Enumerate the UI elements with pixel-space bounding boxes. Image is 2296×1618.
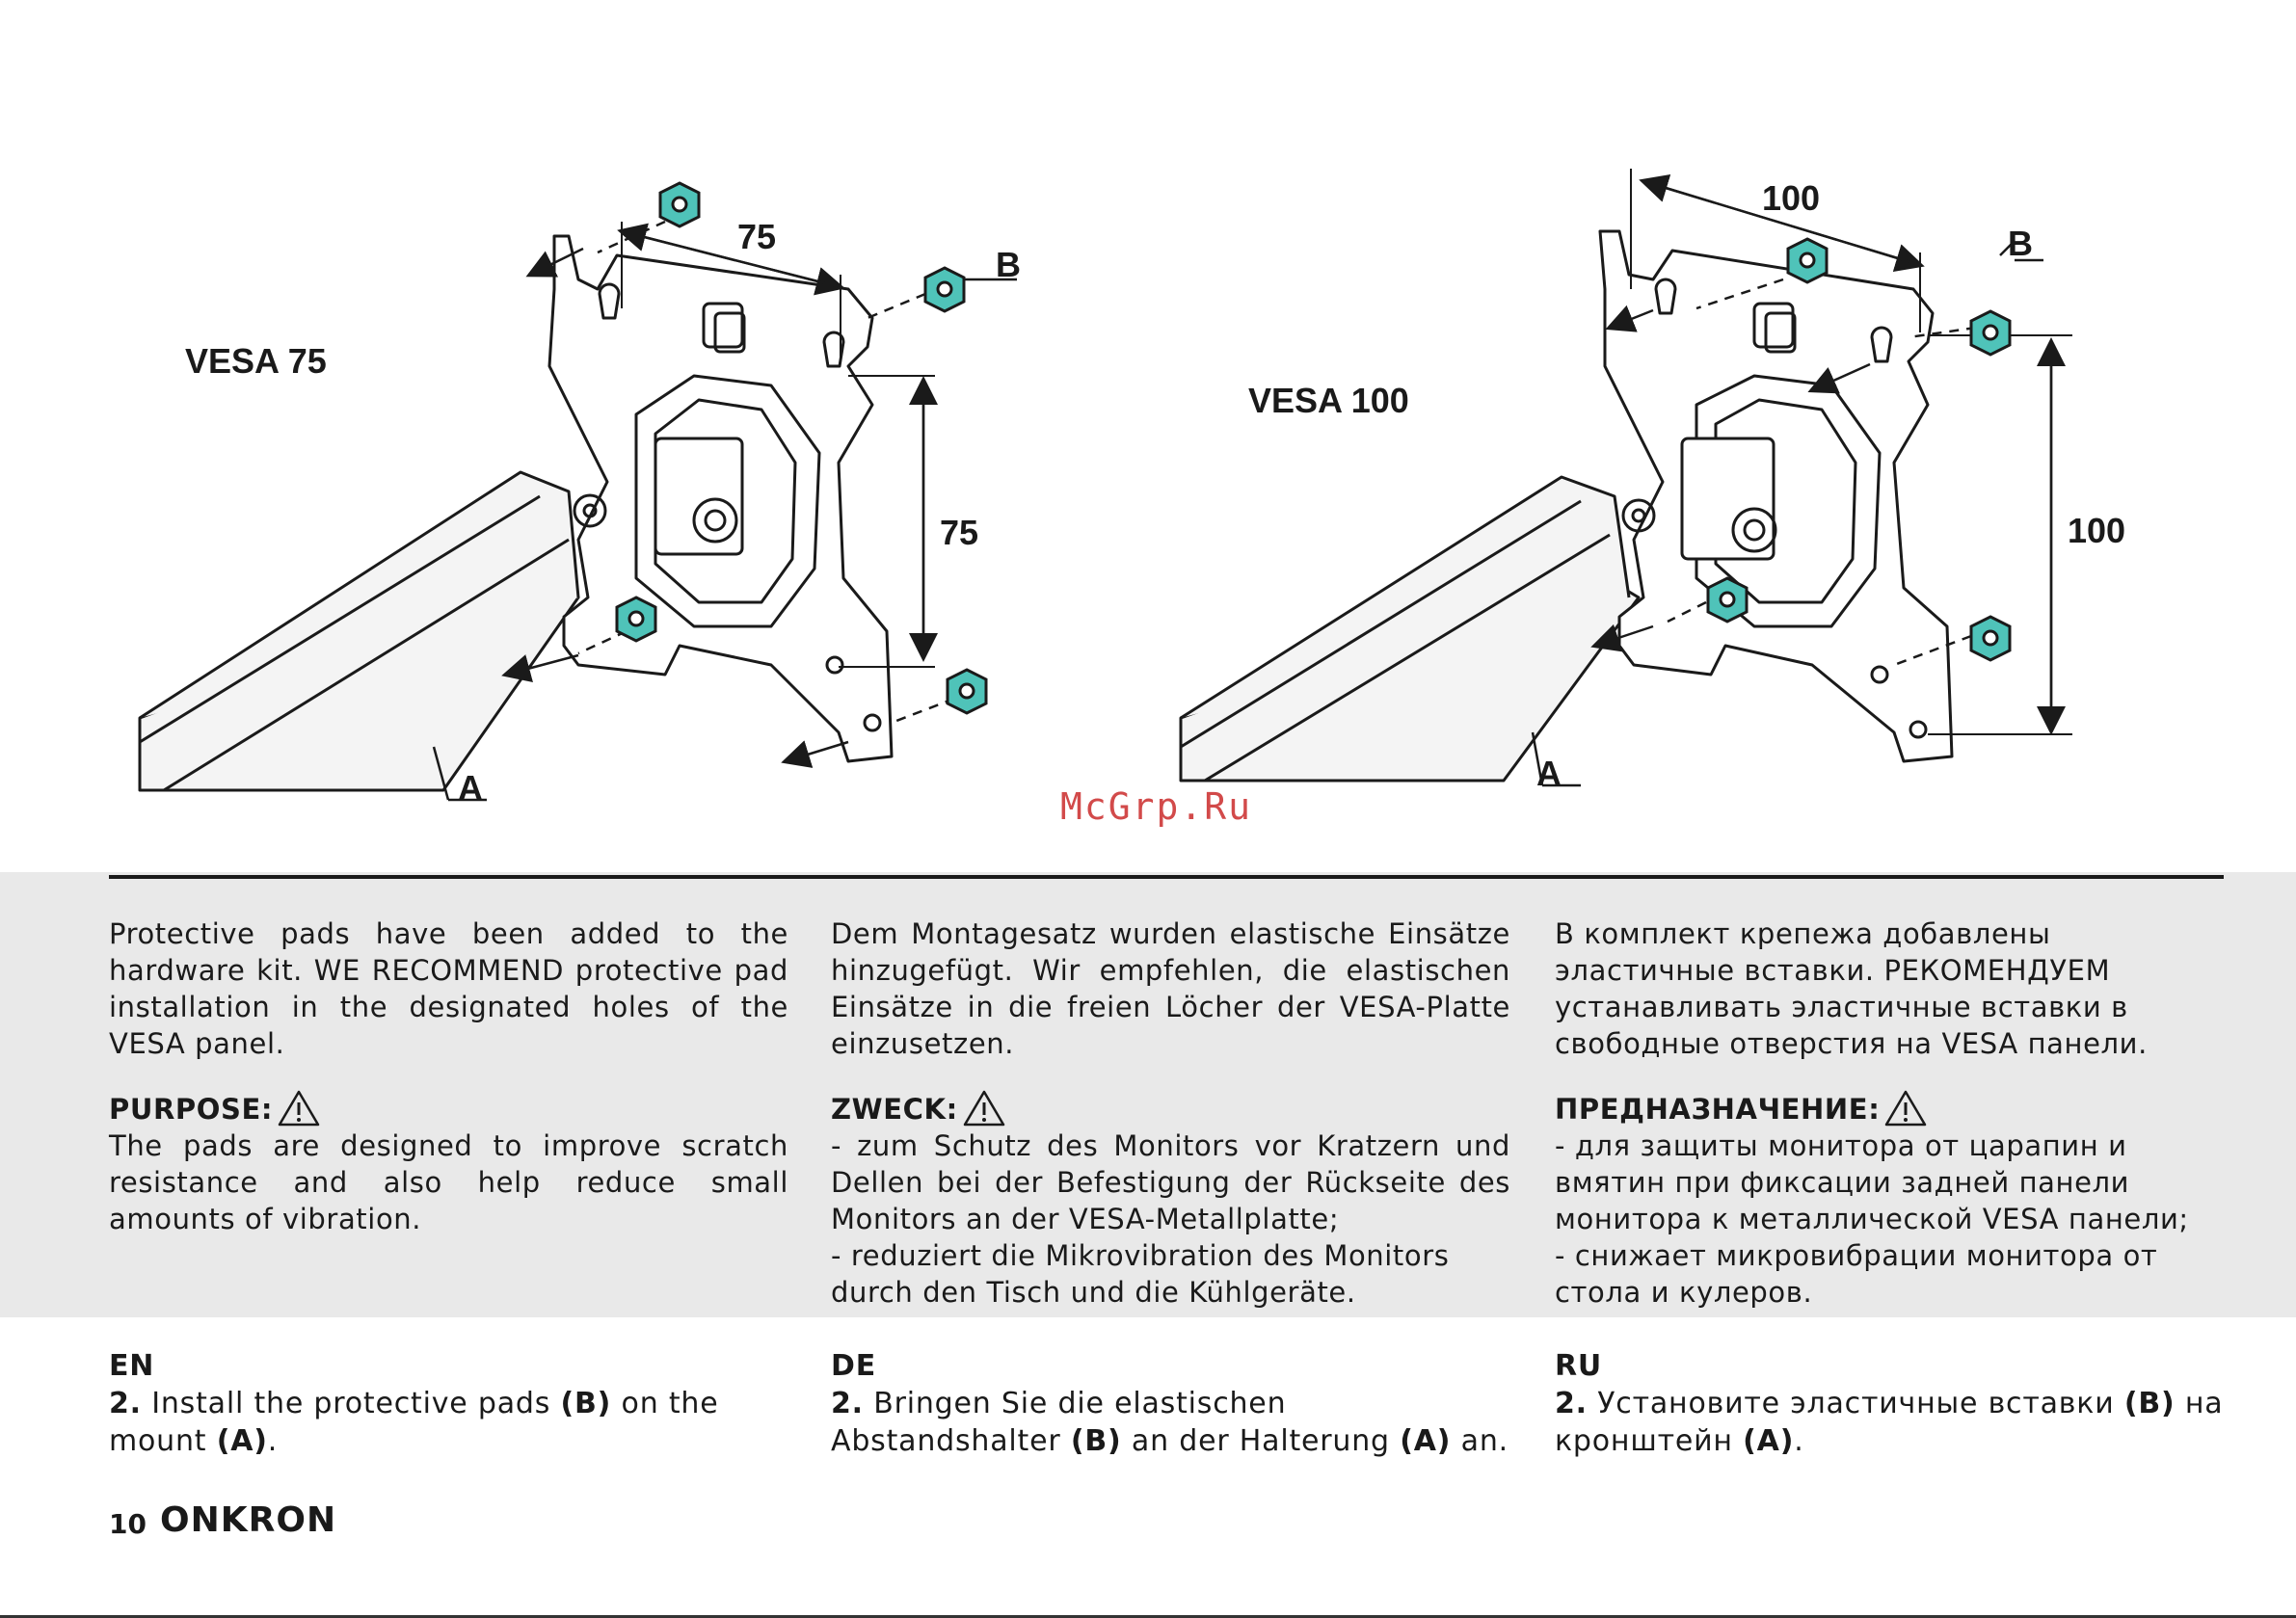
warning-icon <box>278 1090 320 1127</box>
page-number: 10 <box>109 1508 147 1540</box>
de-purpose-text-1: - zum Schutz des Monitors vor Kratzern u… <box>831 1129 1510 1235</box>
watermark: McGrp.Ru <box>1060 785 1253 828</box>
column-en: Protective pads have been added to the h… <box>109 915 788 1237</box>
de-purpose-text-2: - reduziert die Mikrovibration des Monit… <box>831 1239 1450 1309</box>
brand-logo: ONKRON <box>160 1500 337 1540</box>
step-text: . <box>1794 1424 1804 1458</box>
vesa-75-figure <box>138 220 1017 802</box>
description-band <box>0 872 2296 1317</box>
vesa-100-figure <box>1179 169 2072 787</box>
warning-icon <box>1885 1090 1927 1127</box>
ru-purpose-heading: ПРЕДНАЗНАЧЕНИЕ: <box>1555 1089 2229 1127</box>
de-zweck-label: ZWECK: <box>831 1093 958 1126</box>
part-b-ref: (B) <box>2123 1387 2176 1420</box>
ru-purpose-text-1: - для защиты монитора от царапин и вмяти… <box>1555 1129 2189 1235</box>
vesa-installation-diagram: VESA 75 VESA 100 75 75 100 100 B B A A <box>138 169 2125 808</box>
part-a-ref: (A) <box>216 1424 268 1458</box>
lang-code-ru: RU <box>1555 1349 1603 1383</box>
vesa-100-horizontal-dimension: 100 <box>1762 178 1820 218</box>
step-text: на кронштейн <box>1555 1387 2224 1458</box>
step-text: Install the protective pads <box>141 1387 561 1420</box>
part-b-ref: (B) <box>1070 1424 1122 1458</box>
step-de: DE 2. Bringen Sie die elastischen Abstan… <box>831 1347 1525 1460</box>
ru-intro-text: В комплект крепежа добавлены эластичные … <box>1555 917 2148 1060</box>
step-text: on the mount <box>109 1387 719 1458</box>
ru-purpose-label: ПРЕДНАЗНАЧЕНИЕ: <box>1555 1093 1881 1126</box>
label-b-left: B <box>996 245 1021 284</box>
lang-code-de: DE <box>831 1349 876 1383</box>
section-divider <box>109 875 2224 879</box>
en-purpose-label: PURPOSE: <box>109 1093 274 1126</box>
en-purpose-heading: PURPOSE: <box>109 1089 788 1127</box>
step-text: Bringen Sie die elastischen Abstandshalt… <box>831 1387 1287 1458</box>
step-number: 2. <box>1555 1387 1588 1420</box>
vesa-100-title: VESA 100 <box>1248 381 1409 420</box>
vesa-100-vertical-dimension: 100 <box>2068 511 2125 550</box>
step-number: 2. <box>109 1387 142 1420</box>
part-b-ref: (B) <box>560 1387 612 1420</box>
de-intro-text: Dem Montagesatz wurden elastische Einsät… <box>831 917 1510 1060</box>
warning-icon <box>963 1090 1005 1127</box>
step-ru: RU 2. Установите эластичные вставки (B) … <box>1555 1347 2249 1460</box>
label-b-right: B <box>2008 224 2033 263</box>
ru-purpose-text-2: - снижает микровибрации монитора от стол… <box>1555 1239 2158 1309</box>
step-text: . <box>267 1424 279 1458</box>
vesa-75-vertical-dimension: 75 <box>940 513 978 552</box>
label-a-right: A <box>1536 754 1562 793</box>
column-de: Dem Montagesatz wurden elastische Einsät… <box>831 915 1510 1311</box>
en-intro-text: Protective pads have been added to the h… <box>109 917 788 1060</box>
part-a-ref: (A) <box>1400 1424 1452 1458</box>
protective-pad-icon <box>615 181 988 715</box>
protective-pad-icon <box>1706 237 2012 662</box>
step-text: an. <box>1451 1424 1508 1458</box>
lang-code-en: EN <box>109 1349 155 1383</box>
vesa-75-title: VESA 75 <box>185 341 327 381</box>
step-en: EN 2. Install the protective pads (B) on… <box>109 1347 803 1460</box>
label-a-left: A <box>458 768 483 808</box>
en-purpose-text: The pads are designed to improve scratch… <box>109 1129 788 1235</box>
step-text: Установите эластичные вставки <box>1587 1387 2124 1420</box>
part-a-ref: (A) <box>1743 1424 1795 1458</box>
vesa-75-horizontal-dimension: 75 <box>737 217 776 256</box>
bottom-divider <box>0 1615 2296 1618</box>
column-ru: В комплект крепежа добавлены эластичные … <box>1555 915 2229 1311</box>
de-zweck-heading: ZWECK: <box>831 1089 1510 1127</box>
step-text: an der Halterung <box>1121 1424 1401 1458</box>
step-number: 2. <box>831 1387 864 1420</box>
